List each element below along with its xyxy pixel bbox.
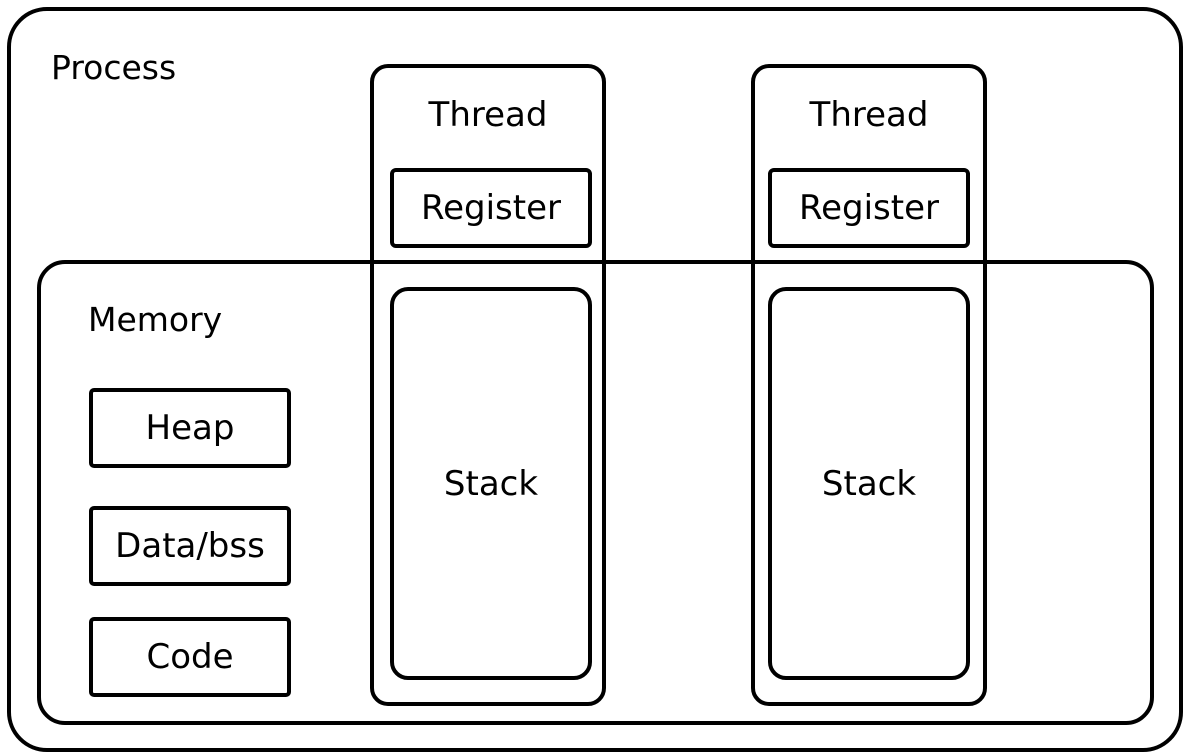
process-box xyxy=(7,7,1183,752)
stack-box-1: Stack xyxy=(390,287,592,680)
stack-label-2: Stack xyxy=(821,463,917,504)
memory-label: Memory xyxy=(88,300,223,339)
heap-box: Heap xyxy=(89,388,291,468)
thread-label-1: Thread xyxy=(428,95,548,135)
heap-label: Heap xyxy=(145,408,235,448)
stack-box-2: Stack xyxy=(768,287,970,680)
thread-label-2: Thread xyxy=(809,95,929,135)
code-box: Code xyxy=(89,617,291,697)
stack-label-1: Stack xyxy=(443,463,539,504)
register-box-2: Register xyxy=(768,168,970,248)
thread-box-1 xyxy=(370,64,606,706)
thread-box-2 xyxy=(751,64,987,706)
register-box-1: Register xyxy=(390,168,592,248)
memory-box xyxy=(37,260,1154,725)
register-label-2: Register xyxy=(799,188,939,228)
register-label-1: Register xyxy=(421,188,561,228)
data-bss-label: Data/bss xyxy=(115,526,265,566)
data-bss-box: Data/bss xyxy=(89,506,291,586)
code-label: Code xyxy=(146,637,234,677)
process-label: Process xyxy=(51,48,177,87)
